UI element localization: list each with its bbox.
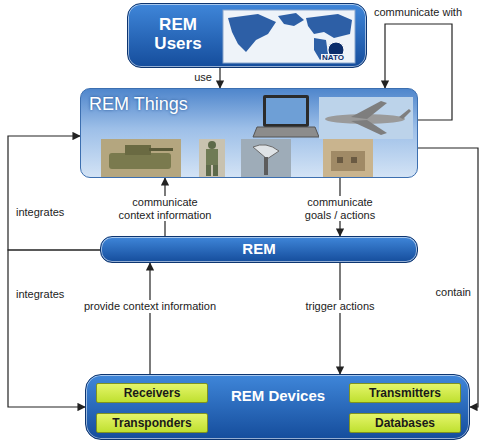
edge-label: communicate context information: [113, 196, 217, 221]
device-box: Receivers: [96, 383, 208, 403]
node-text: REM: [242, 241, 275, 258]
node-text: Transmitters: [369, 386, 441, 400]
connector: [418, 148, 478, 407]
device-box: Transmitters: [349, 383, 461, 403]
devices-box: REM Devices Receivers TransmittersTranspon…: [85, 374, 470, 440]
edge-label: communicate goals / actions: [298, 196, 382, 221]
edge-label: use: [192, 71, 214, 84]
edge-label: integrates: [14, 288, 66, 301]
edge-label: provide context information: [82, 300, 218, 313]
node-text: Databases: [375, 416, 435, 430]
connector: [219, 68, 220, 88]
users-box: REM UsersNATO: [127, 3, 367, 68]
node-text: Transponders: [112, 416, 191, 430]
rem-band: REM: [100, 236, 418, 263]
edge-label: contain: [434, 286, 473, 299]
connector: [149, 263, 150, 374]
connector: [339, 263, 340, 374]
things-box: REM Things: [80, 88, 418, 178]
device-box: Databases: [349, 413, 461, 433]
node-text: REM Things: [89, 94, 188, 115]
node-text: REM Devices: [218, 388, 338, 405]
edge-label: integrates: [14, 206, 66, 219]
logo-label: NATO: [321, 54, 345, 62]
node-text: REM Users: [136, 16, 220, 53]
edge-label: trigger actions: [303, 300, 376, 313]
edge-label: communicate with: [372, 6, 464, 19]
device-box: Transponders: [96, 413, 208, 433]
node-text: Receivers: [124, 386, 181, 400]
